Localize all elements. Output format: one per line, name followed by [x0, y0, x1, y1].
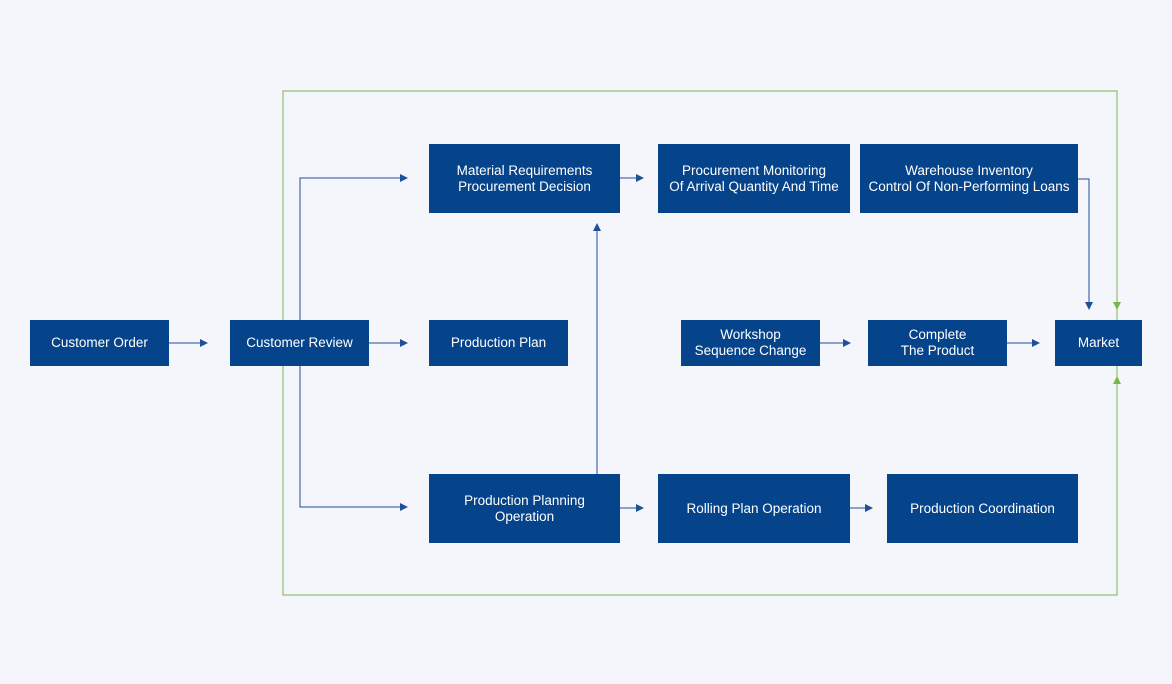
edge-warehouse-inventory-to-market	[1078, 178, 1093, 310]
node-material-requirements: Material Requirements Procurement Decisi…	[429, 144, 620, 213]
node-label-line: Sequence Change	[694, 343, 807, 358]
node-label-line: Of Arrival Quantity And Time	[669, 178, 839, 194]
node-label: Customer Review	[246, 335, 353, 351]
node-label-line: Production Planning	[464, 492, 585, 508]
node-label-line: Production Plan	[450, 335, 547, 350]
node-label: Production Planning Operation	[464, 493, 585, 525]
node-label-line: Operation	[494, 508, 555, 524]
node-warehouse-inventory: Warehouse Inventory Control Of Non-Perfo…	[860, 144, 1078, 213]
node-market: Market	[1055, 320, 1142, 366]
node-label: Complete The Product	[901, 327, 975, 359]
node-procurement-monitoring: Procurement Monitoring Of Arrival Quanti…	[658, 144, 850, 213]
node-label-line: Workshop	[720, 327, 781, 342]
node-label: Customer Order	[51, 335, 148, 351]
node-label-line: Control Of Non-Performing Loans	[868, 178, 1070, 194]
node-label: Market	[1078, 335, 1119, 351]
node-label-line: Rolling Plan Operation	[686, 500, 822, 516]
node-customer-review: Customer Review	[230, 320, 369, 366]
node-label-line: Material Requirements	[456, 162, 593, 178]
node-rolling-plan: Rolling Plan Operation	[658, 474, 850, 543]
node-customer-order: Customer Order	[30, 320, 169, 366]
node-label-line: Production Coordination	[910, 500, 1055, 516]
node-label-line: Procurement Decision	[458, 178, 591, 194]
node-label-line: Customer Order	[51, 335, 148, 350]
node-complete-product: Complete The Product	[868, 320, 1007, 366]
node-label-line: Customer Review	[246, 335, 353, 350]
edge-customer-review-to-production-planning	[299, 366, 408, 511]
node-label: Production Coordination	[910, 501, 1055, 517]
node-label-line: Warehouse Inventory	[905, 162, 1033, 178]
node-production-plan: Production Plan	[429, 320, 568, 366]
node-label: Workshop Sequence Change	[695, 327, 807, 359]
node-label-line: Market	[1077, 335, 1120, 350]
node-label: Material Requirements Procurement Decisi…	[457, 163, 593, 195]
node-label-line: Procurement Monitoring	[681, 162, 827, 178]
node-production-planning: Production Planning Operation	[429, 474, 620, 543]
node-label-line: The Product	[900, 343, 975, 358]
node-label: Procurement Monitoring Of Arrival Quanti…	[669, 163, 839, 195]
node-workshop-sequence: Workshop Sequence Change	[681, 320, 820, 366]
node-label: Rolling Plan Operation	[686, 501, 821, 517]
node-label: Production Plan	[451, 335, 546, 351]
node-label: Warehouse Inventory Control Of Non-Perfo…	[868, 163, 1069, 195]
node-label-line: Complete	[908, 327, 967, 342]
edge-customer-review-to-material-requirements	[299, 174, 408, 320]
node-production-coordination: Production Coordination	[887, 474, 1078, 543]
